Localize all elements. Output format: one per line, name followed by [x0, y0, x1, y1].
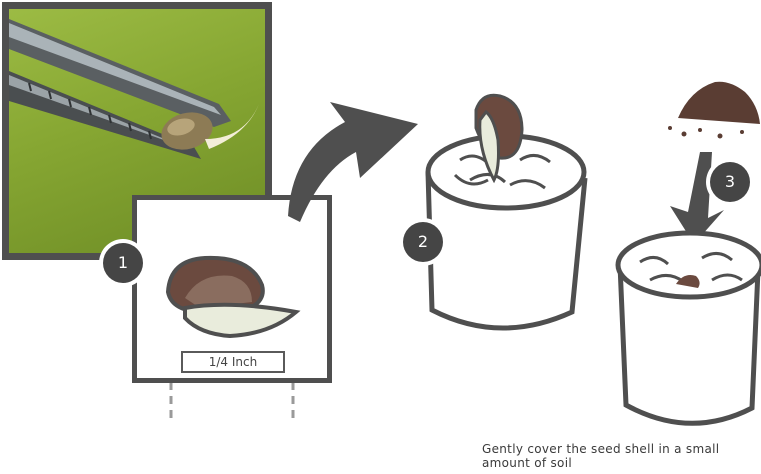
- curved-arrow-icon: [288, 102, 418, 222]
- straight-arrow-icon: [670, 152, 724, 244]
- caption: Gently cover the seed shell in a small a…: [482, 442, 757, 470]
- step-1-badge: 1: [103, 243, 143, 283]
- step-3-badge: 3: [710, 162, 750, 202]
- measure-label: 1/4 Inch: [181, 351, 285, 373]
- step-2-badge: 2: [403, 222, 443, 262]
- sprouted-seed-illustration: [168, 258, 296, 336]
- peat-pot-step-3: [618, 233, 761, 423]
- peat-pot-step-2: [428, 136, 585, 328]
- soil-pile-icon: [668, 82, 760, 139]
